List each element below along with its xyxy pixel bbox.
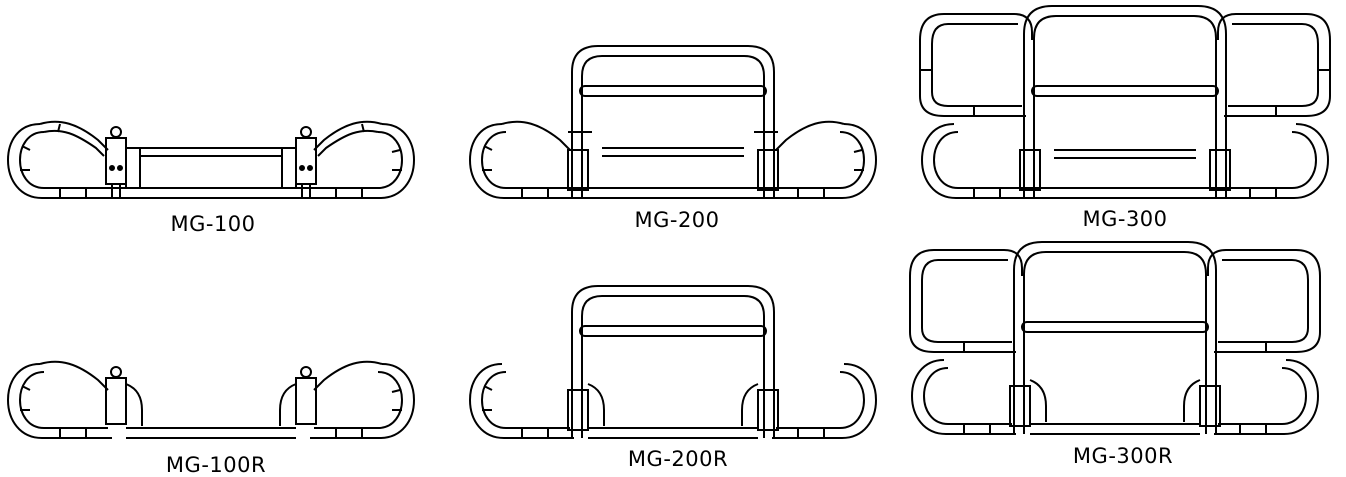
mg-100r-drawing — [6, 360, 416, 439]
mg-200r-drawing — [468, 285, 878, 439]
model-label-mg-200: MG-200 — [634, 208, 720, 232]
mg-100-drawing — [6, 120, 416, 199]
model-label-mg-100: MG-100 — [170, 212, 256, 236]
mg-300r-drawing — [909, 241, 1321, 435]
mg-300-drawing — [919, 5, 1331, 199]
model-label-mg-300r: MG-300R — [1072, 444, 1174, 468]
model-label-mg-200r: MG-200R — [627, 447, 729, 471]
model-label-mg-300: MG-300 — [1082, 207, 1168, 231]
model-label-mg-100r: MG-100R — [165, 453, 267, 477]
mg-200-drawing — [468, 45, 878, 199]
